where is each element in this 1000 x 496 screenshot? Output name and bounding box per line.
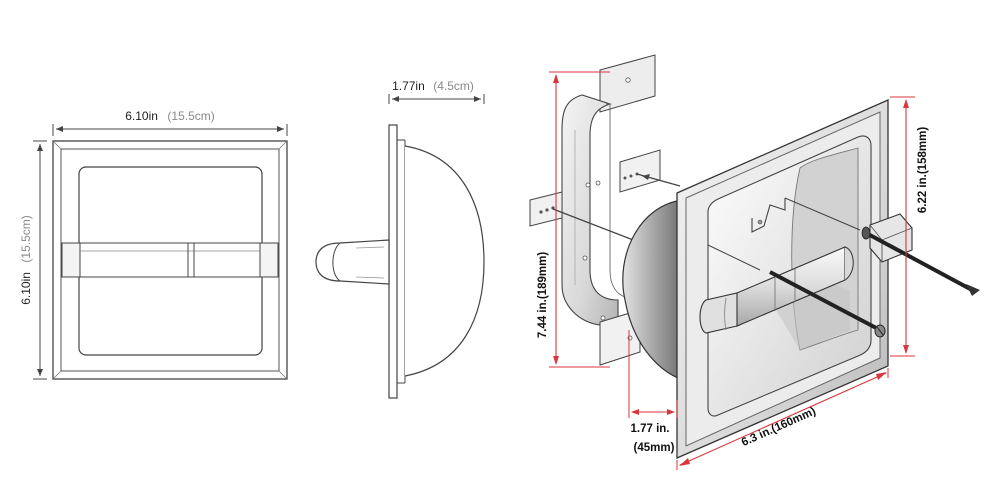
side-depth-dimension: 1.77in (4.5cm) <box>388 77 485 104</box>
iso-depth-dimension: 1.77 in. (45mm) <box>628 330 678 454</box>
front-width-dimension: 6.10in (15.5cm) <box>52 107 288 136</box>
side-depth-label: 1.77in (4.5cm) <box>392 77 474 94</box>
front-width-label: 6.10in (15.5cm) <box>125 107 215 124</box>
side-dome-body <box>404 145 485 377</box>
front-roller <box>61 242 279 278</box>
side-roller-end <box>315 239 390 285</box>
side-view: 1.77in (4.5cm) <box>315 77 485 399</box>
iso-depth-label-line2: (45mm) <box>634 442 675 454</box>
iso-back-cage <box>529 54 686 366</box>
side-flange-plate <box>388 124 398 399</box>
iso-frame-height-label: 6.22 in.(158mm) <box>917 127 929 213</box>
front-height-label: 6.10in (15.5cm) <box>17 215 34 305</box>
iso-total-height-dimension: 7.44 in.(189mm) <box>537 71 610 368</box>
front-view: 6.10in (15.5cm) 6.10in (15.5cm) <box>17 107 288 380</box>
iso-housing-dome <box>622 199 684 381</box>
front-height-dimension: 6.10in (15.5cm) <box>17 140 47 380</box>
iso-frame-height-dimension: 6.22 in.(158mm) <box>890 96 929 357</box>
front-flange-inner <box>60 148 280 372</box>
iso-depth-label-line1: 1.77 in. <box>631 423 670 435</box>
iso-view: 7.44 in.(189mm) 6.22 in.(158mm) 6.3 in.(… <box>529 54 980 470</box>
iso-total-height-label: 7.44 in.(189mm) <box>537 252 549 338</box>
iso-screws <box>769 226 980 338</box>
